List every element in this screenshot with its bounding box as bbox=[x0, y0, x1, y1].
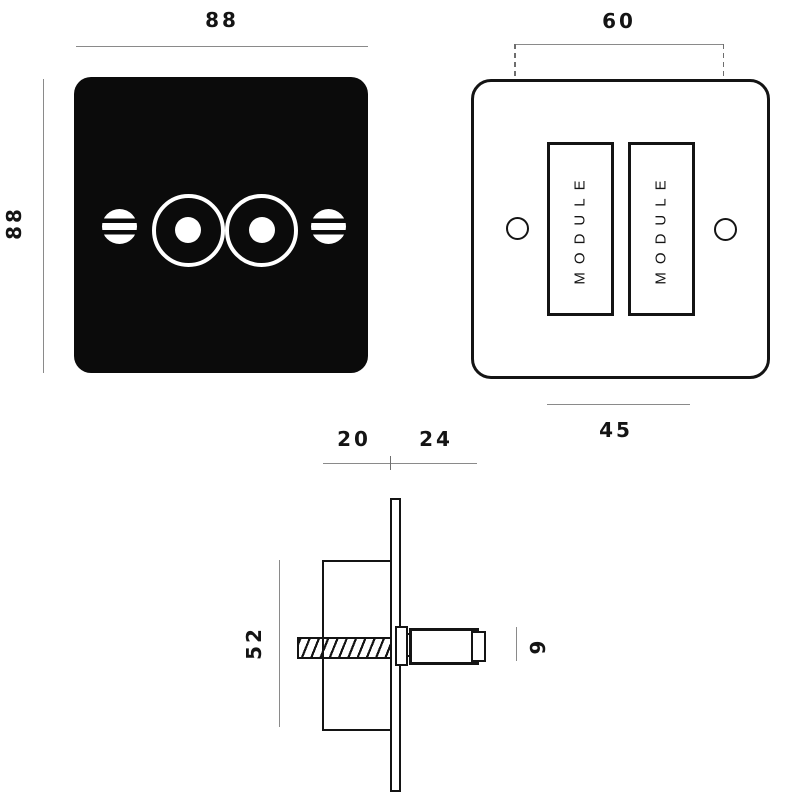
dim-module-width-label: 45 bbox=[599, 418, 633, 442]
screw-hole-right bbox=[713, 217, 737, 241]
dim-hole-spacing-line bbox=[514, 44, 723, 46]
dimmer-knob-2-dot bbox=[248, 217, 275, 243]
dim-front-width-line bbox=[76, 46, 368, 48]
dim-lever-diameter-label: 9 bbox=[526, 637, 550, 655]
lever-collar bbox=[394, 625, 408, 666]
dim-front-width-label: 88 bbox=[205, 8, 239, 32]
dim-box-height-label: 52 bbox=[242, 626, 266, 660]
screw-right bbox=[311, 208, 346, 244]
dim-depth-line bbox=[323, 463, 477, 465]
dimmer-knob-1 bbox=[151, 193, 225, 267]
front-view: 88 88 bbox=[0, 0, 400, 400]
dim-depth-back-label: 20 bbox=[337, 427, 371, 451]
dim-front-height-line bbox=[43, 79, 45, 373]
side-view: 20 24 52 9 bbox=[0, 400, 800, 800]
back-view: 60 MODULE MODULE 45 bbox=[400, 0, 800, 460]
dimmer-knob-1-dot bbox=[175, 217, 201, 243]
module-slot-1: MODULE bbox=[546, 141, 614, 316]
module-slot-1-label: MODULE bbox=[571, 172, 589, 285]
dim-box-height-line bbox=[279, 560, 281, 727]
lever-cap bbox=[471, 630, 486, 662]
dimmer-knob-2 bbox=[225, 193, 298, 267]
dim-front-height-label: 88 bbox=[2, 206, 26, 240]
screw-left bbox=[102, 208, 137, 244]
module-slot-2-label: MODULE bbox=[652, 172, 670, 285]
dim-module-width-line bbox=[546, 404, 690, 406]
dim-lever-diameter-line bbox=[515, 627, 517, 661]
module-slot-2: MODULE bbox=[627, 141, 695, 316]
dim-depth-center-tick bbox=[389, 456, 392, 470]
dim-depth-front-label: 24 bbox=[419, 427, 453, 451]
dim-hole-spacing-label: 60 bbox=[602, 9, 636, 33]
screw-hole-left bbox=[505, 217, 529, 240]
threaded-rod bbox=[297, 637, 394, 659]
lever-body bbox=[409, 628, 479, 665]
